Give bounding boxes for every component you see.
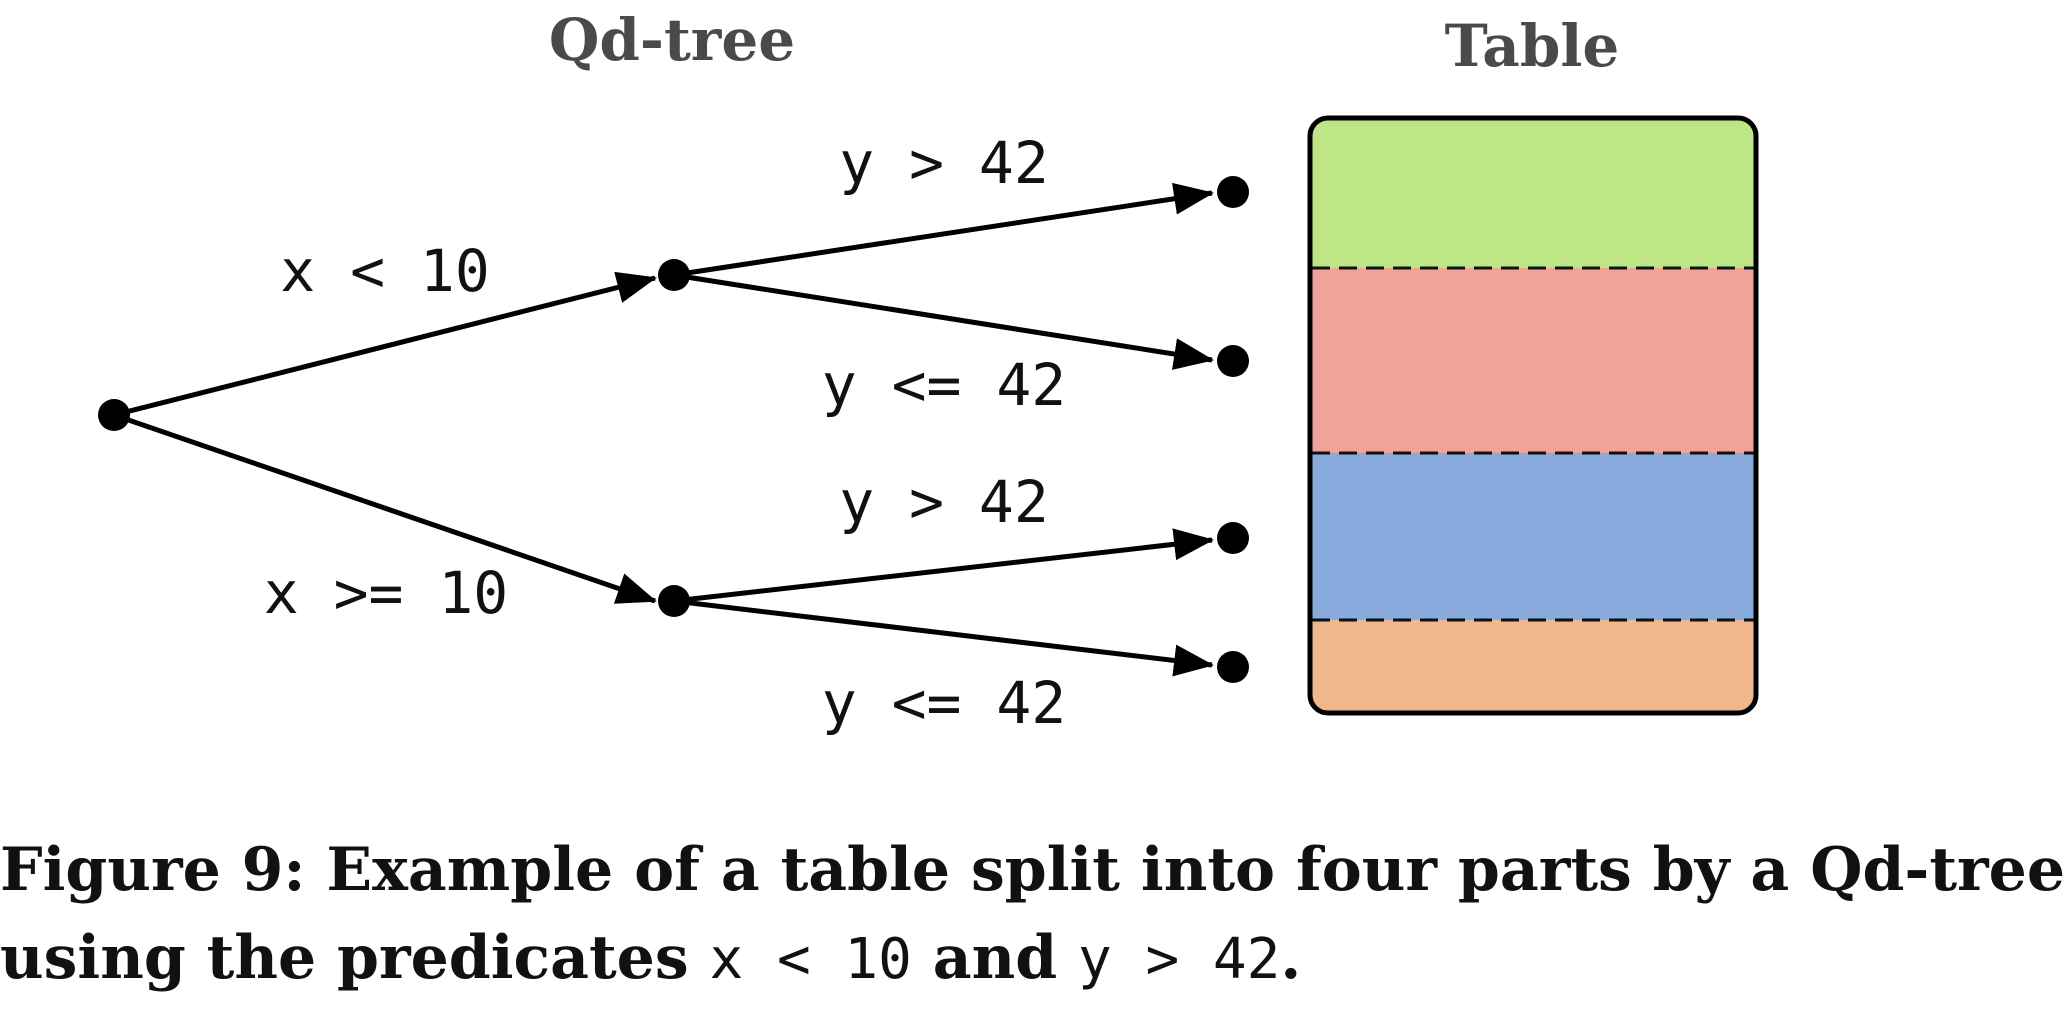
edge-root-upper bbox=[113, 271, 657, 418]
upper-node bbox=[658, 259, 690, 291]
edge-root-lower bbox=[113, 412, 657, 604]
edge-lower-lower bbox=[673, 598, 1214, 677]
edge-label-lower-lower: y <= 42 bbox=[822, 669, 1066, 737]
table bbox=[1307, 115, 1759, 716]
partition-3 bbox=[1310, 453, 1756, 620]
tree-nodes bbox=[98, 176, 1249, 683]
caption-text: using the predicates bbox=[0, 923, 710, 993]
caption-text: . bbox=[1280, 923, 1302, 993]
partition-1 bbox=[1310, 118, 1756, 268]
leaf-node-2 bbox=[1217, 345, 1249, 377]
edge-label-upper-upper: y > 42 bbox=[839, 129, 1049, 197]
edge-upper-upper bbox=[673, 182, 1214, 278]
edge-label-lower-upper: y > 42 bbox=[839, 468, 1049, 536]
qd-tree-diagram: Qd-tree Table x < 10 x >= 10 y > 42 y <=… bbox=[98, 6, 1759, 737]
figure-caption: Figure 9: Example of a table split into … bbox=[0, 826, 2065, 1004]
tree-header: Qd-tree bbox=[549, 6, 795, 74]
edge-label-root-lower: x >= 10 bbox=[264, 559, 508, 627]
edge-label-upper-lower: y <= 42 bbox=[822, 351, 1066, 419]
edge-lower-upper bbox=[673, 528, 1214, 604]
partition-2 bbox=[1310, 268, 1756, 453]
lower-node bbox=[658, 585, 690, 617]
leaf-node-1 bbox=[1217, 176, 1249, 208]
tree-edges bbox=[113, 182, 1214, 677]
caption-predicate-y: y > 42 bbox=[1078, 927, 1281, 992]
table-border bbox=[1307, 115, 1759, 716]
root-node bbox=[98, 399, 130, 431]
table-header: Table bbox=[1445, 12, 1620, 80]
caption-text: and bbox=[911, 923, 1079, 993]
edge-upper-lower bbox=[673, 272, 1214, 370]
partition-4 bbox=[1310, 620, 1756, 713]
caption-line-1: Figure 9: Example of a table split into … bbox=[0, 835, 2065, 905]
caption-predicate-x: x < 10 bbox=[709, 927, 912, 992]
caption-line-2: using the predicates x < 10 and y > 42. bbox=[0, 914, 2000, 1004]
edge-label-root-upper: x < 10 bbox=[280, 237, 490, 305]
leaf-node-4 bbox=[1217, 651, 1249, 683]
leaf-node-3 bbox=[1217, 522, 1249, 554]
